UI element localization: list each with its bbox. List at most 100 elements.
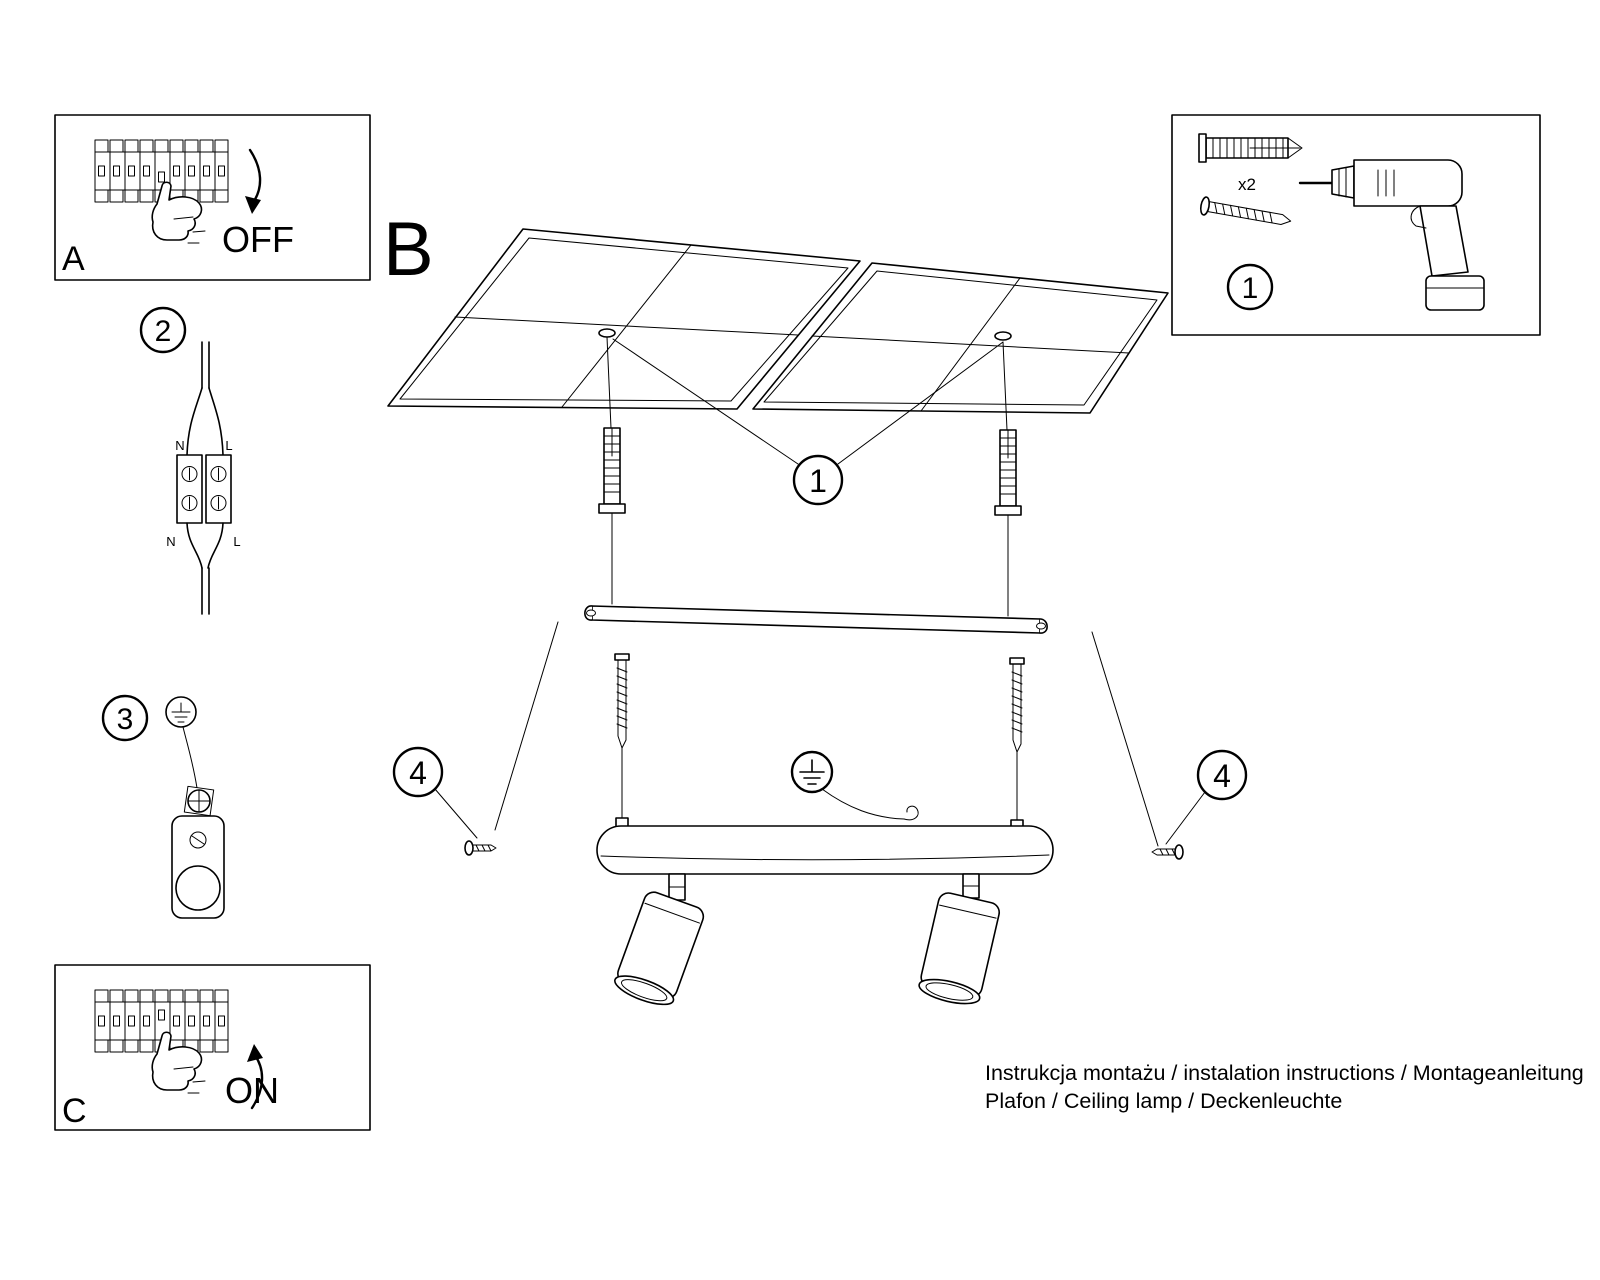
side-screw-head-right	[1174, 844, 1184, 860]
drill-hole-right	[994, 331, 1012, 341]
step-1-pointer-lines	[612, 338, 1004, 465]
wall-anchor-right	[994, 341, 1022, 617]
step-4-circle-right	[1196, 749, 1248, 801]
step-4-right: 4	[1151, 749, 1248, 860]
bracket-hole-right	[1036, 622, 1046, 630]
step-4-left: 4	[392, 746, 497, 856]
step-3-circle	[101, 694, 149, 742]
drill-drawing	[1298, 159, 1485, 311]
footer-line-1: Instrukcja montażu / instalation instruc…	[985, 1061, 1584, 1085]
breaker-switches	[98, 1009, 225, 1027]
cable-top	[201, 341, 210, 389]
screw-head	[1199, 196, 1211, 216]
step-3-earthing: 3	[101, 694, 225, 919]
on-arrowhead-icon	[247, 1044, 263, 1062]
hand-icon	[151, 181, 203, 241]
plug-quantity-label: x2	[1238, 175, 1256, 194]
earth-symbol-lines	[799, 759, 825, 785]
section-b-label: B	[383, 207, 434, 292]
screw-threads	[616, 667, 628, 729]
lamp-earth-wire	[903, 805, 919, 821]
breaker-top-terminals	[94, 989, 229, 1003]
mounting-screw-right	[1009, 657, 1025, 823]
alignment-line	[606, 336, 612, 429]
anchor-collar	[994, 505, 1022, 516]
pointer-line	[821, 788, 905, 820]
wall-anchor-left	[598, 336, 626, 605]
earth-wire	[182, 726, 198, 789]
panel-c: C ON	[54, 964, 371, 1131]
step-1-circle-parts	[1226, 263, 1274, 311]
screw-drawing	[1199, 196, 1292, 225]
breaker-dividers	[109, 1001, 216, 1041]
footer-line-2: Plafon / Ceiling lamp / Deckenleuchte	[985, 1089, 1342, 1113]
breaker-dividers	[109, 151, 216, 191]
pointer-line	[1165, 791, 1206, 845]
ceiling-left-panel	[387, 228, 861, 410]
drill-hole-left	[598, 328, 616, 338]
lamp-body	[596, 825, 1054, 875]
step-4-circle-left	[392, 746, 444, 798]
hand-icon	[151, 1031, 203, 1091]
wire-split-top	[186, 387, 224, 456]
step-2-wiring: 2 N L N L	[139, 306, 241, 615]
drill-handle	[1419, 205, 1469, 277]
panel-a: A OFF	[54, 114, 371, 281]
ceiling-left-grid	[454, 244, 799, 408]
step-1-circle-main	[792, 454, 844, 506]
spot-inner-rim	[925, 982, 974, 1001]
alignment-line	[1002, 341, 1008, 431]
screw-head	[1009, 657, 1025, 665]
terminal-n-bottom: N	[166, 534, 175, 549]
screw-threads	[1011, 671, 1023, 733]
breaker-drawing-c	[94, 989, 229, 1094]
hand-finger-lines	[173, 1066, 206, 1094]
screw-shaft	[617, 659, 627, 749]
footer: Instrukcja montażu / instalation instruc…	[985, 1061, 1584, 1113]
terminal-n-top: N	[175, 438, 184, 453]
off-label: OFF	[222, 219, 294, 260]
mounting-screw-left	[614, 653, 630, 819]
main-section: B 1	[383, 207, 1248, 1006]
terminal-screw-slots	[189, 467, 219, 510]
earth-callout	[790, 750, 919, 821]
bracket-hole-left	[586, 609, 596, 617]
spot-opening	[614, 975, 675, 1006]
step-1-number-main: 1	[809, 463, 827, 499]
wire-split-bottom	[186, 522, 224, 569]
terminal-block-left	[176, 454, 203, 524]
plug-flange	[1198, 133, 1207, 163]
cable-bottom	[201, 567, 210, 615]
spot-opening	[918, 978, 981, 1005]
drill-chuck-rings	[1338, 167, 1347, 198]
ceiling-lamp	[596, 817, 1054, 1006]
plug-tip	[1249, 137, 1303, 159]
mounting-bracket	[584, 605, 1048, 634]
terminal-l-bottom: L	[233, 534, 240, 549]
side-screw-shaft-left	[472, 844, 497, 852]
terminal-block-right	[205, 454, 232, 524]
panel-c-label: C	[62, 1092, 87, 1130]
anchor-collar	[598, 503, 626, 514]
screw-threads	[1214, 202, 1273, 224]
step-4-number-right: 4	[1213, 758, 1231, 794]
off-arrowhead-icon	[245, 196, 261, 214]
plate-screw-slot	[191, 835, 205, 845]
spot-collar-line	[644, 902, 700, 924]
ceiling-left-inner-border	[399, 237, 849, 402]
earth-symbol-lines	[171, 702, 191, 723]
breaker-drawing-a	[94, 139, 229, 244]
drill-body	[1353, 159, 1463, 207]
step-4-number-left: 4	[409, 755, 427, 791]
panel-a-label: A	[62, 240, 85, 278]
side-screw-shaft-right	[1151, 848, 1176, 856]
parts-panel: x2 1	[1171, 114, 1541, 336]
screw-shaft	[1012, 663, 1022, 753]
hand-finger-lines	[173, 216, 206, 244]
on-label: ON	[225, 1070, 279, 1111]
spot-head-left	[614, 891, 705, 1006]
drill-trigger	[1410, 205, 1427, 229]
ceiling-right-grid	[811, 277, 1130, 412]
spot-inner-rim	[620, 979, 668, 1002]
